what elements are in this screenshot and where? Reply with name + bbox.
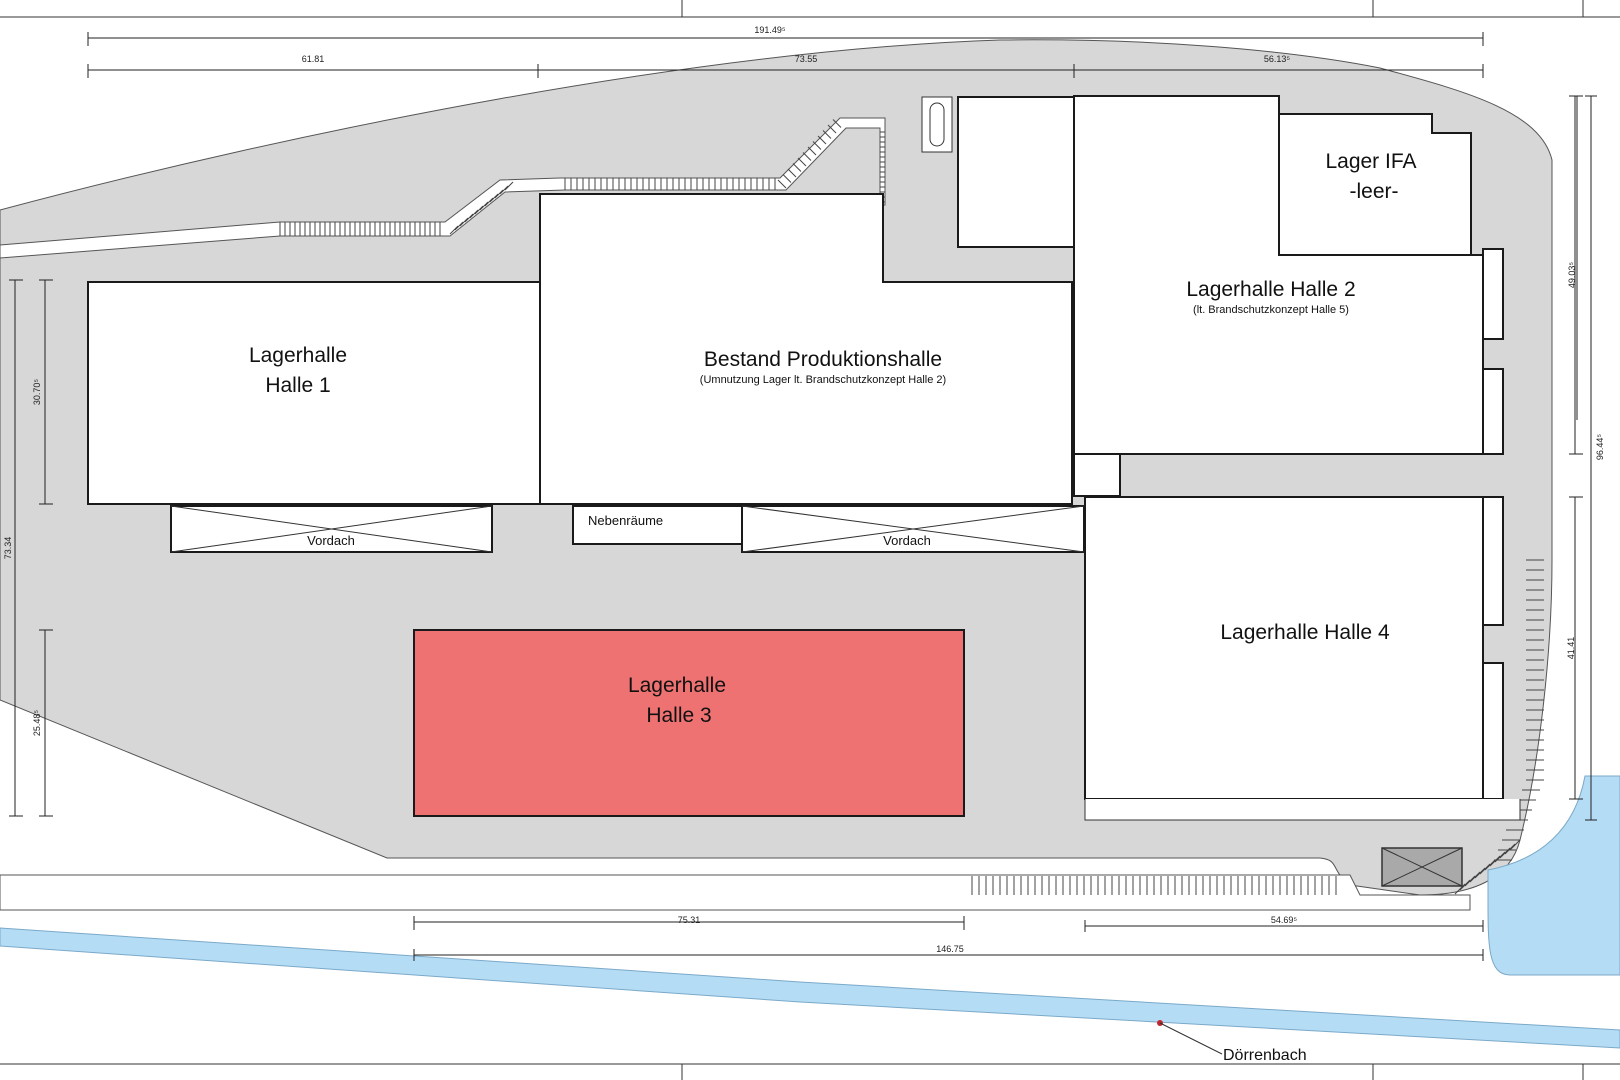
- halle-4-title: Lagerhalle Halle 4: [1220, 621, 1390, 644]
- dim-bottom-total: 146.75: [936, 944, 964, 954]
- halle-3-label-line2: Halle 3: [646, 704, 711, 727]
- dim-left-total: 73.34: [3, 537, 13, 560]
- dim-top-c: 56.13⁵: [1264, 54, 1291, 64]
- canopy-left-label: Vordach: [307, 533, 355, 548]
- halle-1-label-line1: Lagerhalle: [249, 344, 347, 367]
- halle-4-side-bay-1: [1482, 496, 1504, 626]
- halle-4-side-bay-2: [1482, 662, 1504, 800]
- lager-ifa-line1: Lager IFA: [1325, 150, 1416, 173]
- connector-building: [1073, 453, 1121, 497]
- dim-top-b: 73.55: [795, 54, 818, 64]
- ancillary-rooms-label: Nebenräume: [588, 513, 663, 528]
- river-marker: Dörrenbach: [1157, 1020, 1307, 1064]
- lager-ifa-line2: -leer-: [1349, 180, 1398, 203]
- pond: [1487, 775, 1620, 976]
- halle-1-label-line2: Halle 1: [265, 374, 330, 397]
- halle-2-title: Lagerhalle Halle 2: [1186, 278, 1355, 301]
- annex-small: [957, 96, 1075, 248]
- building-halle-1: Lagerhalle Halle 1: [87, 281, 541, 505]
- dim-right-b: 41.41: [1566, 637, 1576, 660]
- dim-top-total: 191.49⁵: [754, 25, 786, 35]
- produktionshalle-subtitle: (Umnutzung Lager lt. Brandschutzkonzept …: [700, 374, 946, 386]
- produktionshalle-title: Bestand Produktionshalle: [704, 348, 942, 371]
- dim-right-total: 96.44⁵: [1595, 434, 1605, 461]
- dim-top-a: 61.81: [302, 54, 325, 64]
- dim-bottom-a: 75.31: [678, 915, 701, 925]
- river: [0, 927, 1620, 1049]
- building-produktionshalle: Bestand Produktionshalle (Umnutzung Lage…: [539, 193, 1073, 505]
- bottom-road-hatch: [971, 876, 1337, 895]
- canopy-right-label: Vordach: [883, 533, 931, 548]
- building-lager-ifa: Lager IFA -leer-: [1278, 113, 1472, 256]
- dimension-lines: 191.49⁵ 61.81 73.55 56.13⁵ 75.31 54.69⁵ …: [3, 25, 1605, 961]
- dim-right-a: 49.03⁵: [1567, 262, 1577, 289]
- canopy-left: Vordach: [170, 505, 493, 553]
- halle-3-label-line1: Lagerhalle: [628, 674, 726, 697]
- halle-2-subtitle: (lt. Brandschutzkonzept Halle 5): [1193, 304, 1349, 316]
- halle-4-apron: [1084, 799, 1521, 821]
- dim-bottom-b: 54.69⁵: [1271, 915, 1298, 925]
- dim-left-a: 30.70⁵: [32, 379, 42, 406]
- dim-left-b: 25.48⁵: [32, 710, 42, 737]
- transformer-station: [1381, 847, 1463, 887]
- ancillary-rooms: Nebenräume: [572, 505, 743, 545]
- bottom-road: [0, 874, 1471, 911]
- building-halle-3: Lagerhalle Halle 3: [413, 629, 965, 817]
- building-halle-4: Lagerhalle Halle 4: [1084, 496, 1484, 800]
- tank: [921, 96, 953, 153]
- halle-2-side-bay-1: [1482, 248, 1504, 340]
- halle-2-side-bay-2: [1482, 368, 1504, 455]
- river-label: Dörrenbach: [1223, 1047, 1307, 1064]
- canopy-right: Vordach: [741, 505, 1085, 553]
